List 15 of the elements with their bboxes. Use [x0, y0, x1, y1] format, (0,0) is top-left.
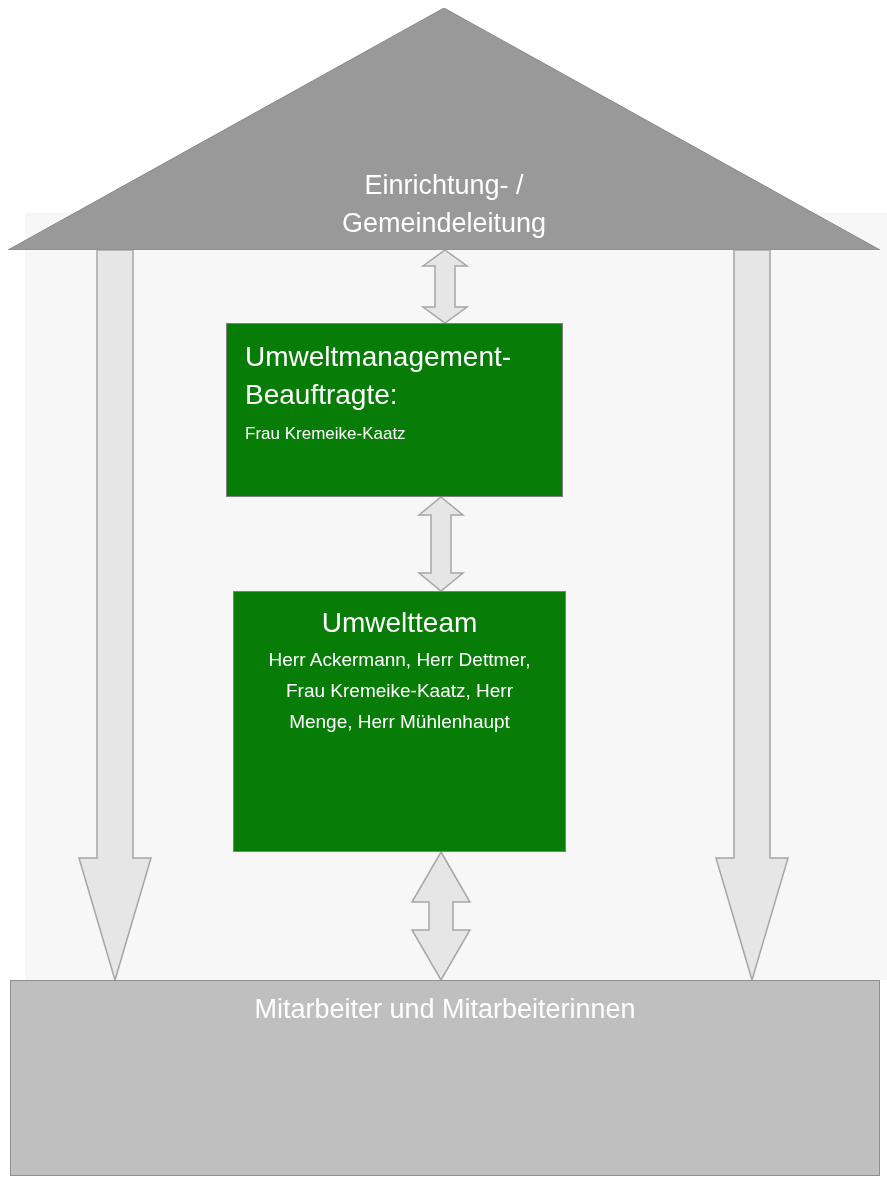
block-arrow — [78, 249, 152, 983]
role-box — [233, 591, 566, 852]
block-arrow — [715, 249, 789, 983]
base-block — [10, 980, 880, 1176]
heading-text: Umweltmanagement- Beauftragte: — [245, 340, 513, 412]
names-text: Frau Kremeike-Kaatz — [245, 423, 406, 445]
heading-text: Umweltteam — [321, 606, 478, 640]
role-box — [226, 323, 563, 497]
block-arrow — [416, 496, 466, 592]
block-arrow — [410, 850, 472, 982]
heading-text: Mitarbeiter und Mitarbeiterinnen — [254, 993, 636, 1026]
names-text: Herr Ackermann, Herr Dettmer, Frau Kremeike-Kaatz, Herr Menge, Herr Mühlenhaupt — [267, 648, 532, 734]
heading-text: Einrichtung- / Gemeindeleitung — [340, 169, 548, 240]
block-arrow — [420, 249, 470, 324]
roof-shape — [8, 8, 880, 250]
